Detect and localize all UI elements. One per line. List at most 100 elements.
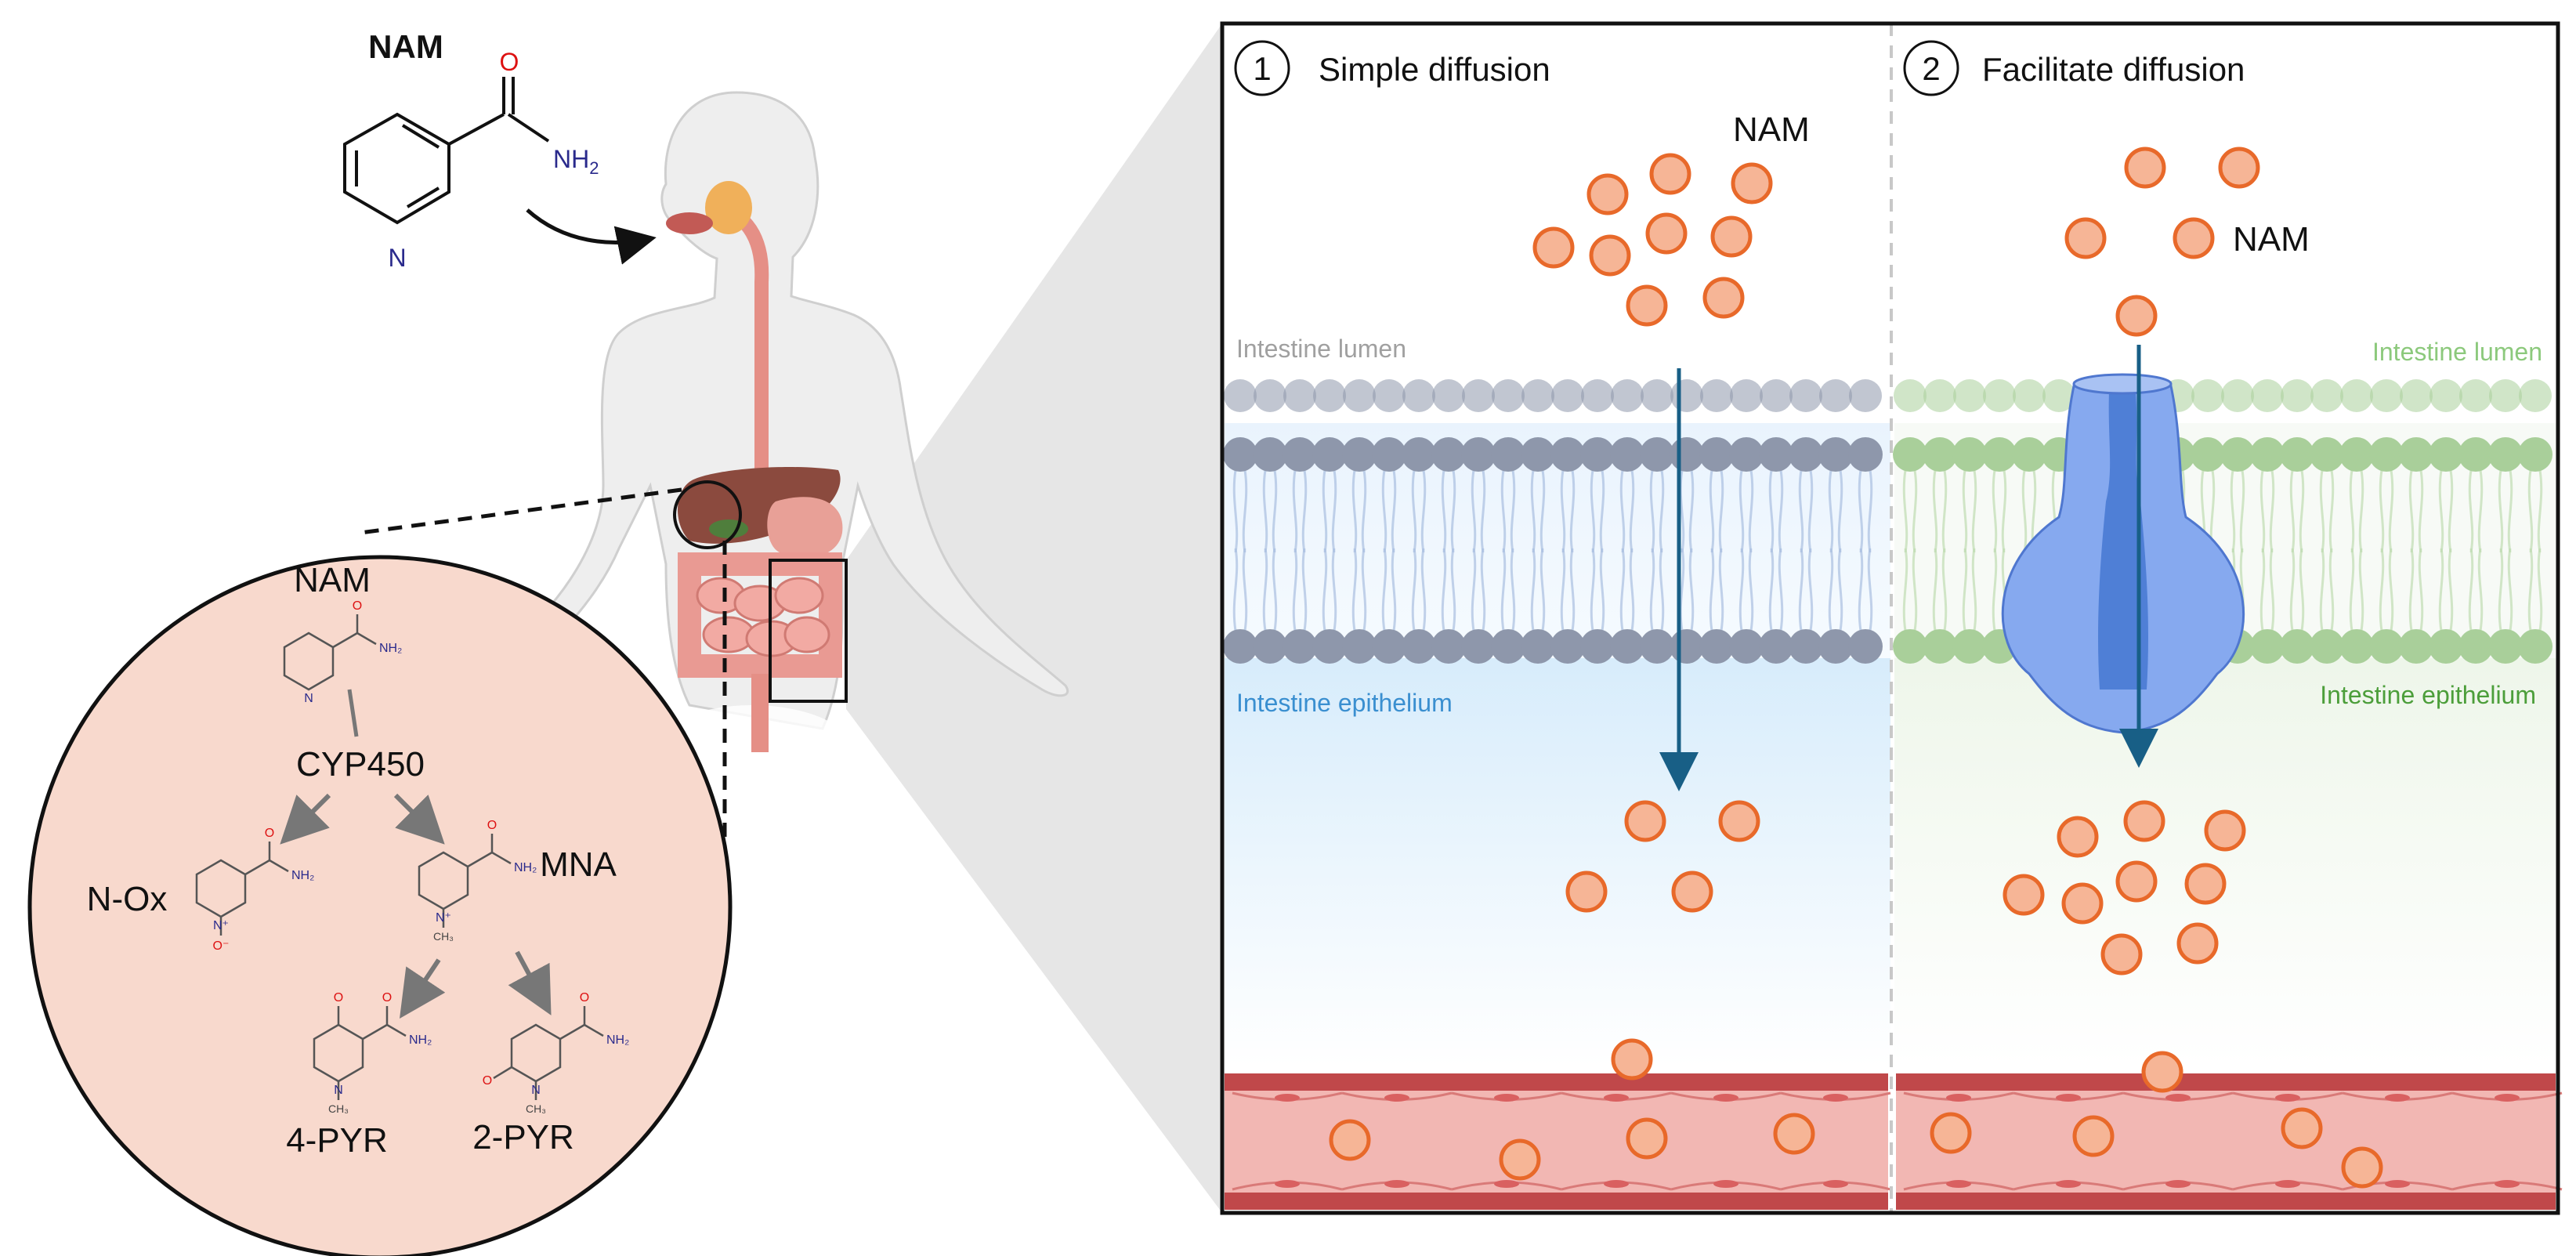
- facilitated-number-circle: [1903, 40, 1959, 96]
- lipid-tail-top: [2319, 469, 2335, 553]
- nam-top-title: NAM: [368, 28, 443, 65]
- pyr2-ch3: CH₃: [526, 1102, 546, 1115]
- simple-epithelium-bg: [1225, 658, 1890, 1066]
- lipid-tail-bottom: [2289, 548, 2305, 632]
- lipid-head-top: [1923, 437, 1957, 472]
- lipid-tail-top: [2527, 469, 2543, 553]
- nam-particles: [1329, 147, 2383, 1189]
- lipid-head-back: [1983, 379, 2016, 412]
- nam-to-cyp-line: [347, 689, 359, 737]
- endothelial-nucleus-top: [1604, 1094, 1629, 1102]
- lipid-tail-bottom: [2379, 548, 2394, 632]
- pyr2-label: 2-PYR: [472, 1118, 574, 1156]
- endothelial-nucleus-top: [1713, 1094, 1738, 1102]
- lipid-tail-top: [1798, 469, 1814, 553]
- nox-n-plus: N⁺: [213, 919, 229, 932]
- circle-nam-o: O: [353, 599, 362, 613]
- lipid-head-bottom: [1640, 629, 1674, 664]
- lipid-tail-bottom: [2527, 548, 2543, 632]
- lipid-head-top: [1431, 437, 1466, 472]
- lipid-head-back: [1343, 379, 1376, 412]
- lipid-tail-bottom: [1351, 548, 1367, 632]
- liver-highlight-circle: [673, 480, 742, 549]
- lipid-tail-bottom: [2259, 548, 2275, 632]
- lipid-head-bottom: [1372, 629, 1406, 664]
- endothelial-nucleus-top: [1494, 1094, 1519, 1102]
- pyr4-o-amide: O: [382, 991, 392, 1004]
- endothelial-nucleus-top: [2165, 1094, 2191, 1102]
- lipid-head-top: [1223, 437, 1257, 472]
- vessel-wall-bottom: [1896, 1193, 2556, 1210]
- lipid-head-top: [1952, 437, 1987, 472]
- nam-particle: [2218, 147, 2260, 189]
- pyr4-ch3: CH₃: [328, 1102, 349, 1115]
- lipid-head-bottom: [2339, 629, 2374, 664]
- lipid-head-top: [1253, 437, 1287, 472]
- lipid-tail-bottom: [2349, 548, 2364, 632]
- lipid-head-top: [2310, 437, 2344, 472]
- nox-o: O: [265, 827, 274, 840]
- lipid-tail-top: [2408, 469, 2424, 553]
- arrow-to-nox: [280, 793, 331, 845]
- pyr2-nh2: NH₂: [606, 1033, 629, 1047]
- lipid-head-top: [1848, 437, 1883, 472]
- nam-particle: [2176, 922, 2219, 965]
- oxygen-label: O: [500, 48, 519, 76]
- pyr4-o-ring: O: [334, 991, 343, 1004]
- facilitated-lumen-label: Intestine lumen: [2372, 338, 2542, 366]
- lipid-head-bottom: [2458, 629, 2493, 664]
- nam-particle: [1773, 1113, 1815, 1155]
- nam-particle: [2100, 933, 2143, 975]
- lipid-tail-bottom: [1932, 548, 1948, 632]
- lipid-tail-top: [2289, 469, 2305, 553]
- nam-particle: [1710, 215, 1753, 258]
- lipid-tail-top: [1292, 469, 1308, 553]
- lipid-tail-top: [1768, 469, 1784, 553]
- lipid-tail-bottom: [1500, 548, 1516, 632]
- lipid-head-top: [2250, 437, 2285, 472]
- lipid-head-top: [1312, 437, 1347, 472]
- facilitated-epithelium-bg: [1894, 658, 2556, 1066]
- lipid-head-bottom: [2250, 629, 2285, 664]
- endothelial-nucleus-bottom: [2275, 1180, 2300, 1188]
- lipid-head-top: [2369, 437, 2404, 472]
- lipid-tail-bottom: [1679, 548, 1695, 632]
- lipid-head-bottom: [1461, 629, 1496, 664]
- lipid-head-back: [1492, 379, 1525, 412]
- lipid-head-back: [1611, 379, 1644, 412]
- lipid-head-bottom: [1699, 629, 1734, 664]
- lipid-tail-top: [2230, 469, 2245, 553]
- diffusion-panel: 1 Simple diffusion 2 Facilitate diffusio…: [1220, 21, 2563, 1215]
- cn-bond: [507, 113, 550, 143]
- lipid-head-back: [1462, 379, 1495, 412]
- lipid-head-top: [2458, 437, 2493, 472]
- lipid-head-back: [1789, 379, 1822, 412]
- nox-o-minus: O⁻: [213, 939, 230, 953]
- simple-number-circle: [1234, 40, 1290, 96]
- lipid-head-top: [1789, 437, 1823, 472]
- lipid-head-back: [1894, 379, 1927, 412]
- lipid-tail-top: [1590, 469, 1605, 553]
- lipid-tail-bottom: [1322, 548, 1337, 632]
- nam-particle: [1930, 1112, 1972, 1154]
- nitrogen-label: N: [388, 244, 406, 272]
- lipid-tail-bottom: [1902, 548, 1918, 632]
- nam-particle: [1589, 234, 1631, 277]
- facilitated-title: Facilitate diffusion: [1982, 51, 2245, 88]
- lipid-head-top: [2012, 437, 2046, 472]
- nam-particle: [2061, 882, 2104, 925]
- pyridine-ring: [343, 112, 450, 225]
- endothelial-nucleus-top: [1275, 1094, 1300, 1102]
- nox-structure: [195, 842, 289, 936]
- nam-particle: [1624, 800, 1666, 842]
- lipid-head-back: [1923, 379, 1956, 412]
- lipid-head-top: [1610, 437, 1644, 472]
- lipid-head-back: [1730, 379, 1763, 412]
- lipid-head-bottom: [1729, 629, 1764, 664]
- lipid-tail-bottom: [1738, 548, 1754, 632]
- lipid-head-top: [1372, 437, 1406, 472]
- lipid-head-bottom: [1580, 629, 1615, 664]
- arrow-to-4pyr: [400, 958, 446, 1019]
- lipid-head-bottom: [2518, 629, 2552, 664]
